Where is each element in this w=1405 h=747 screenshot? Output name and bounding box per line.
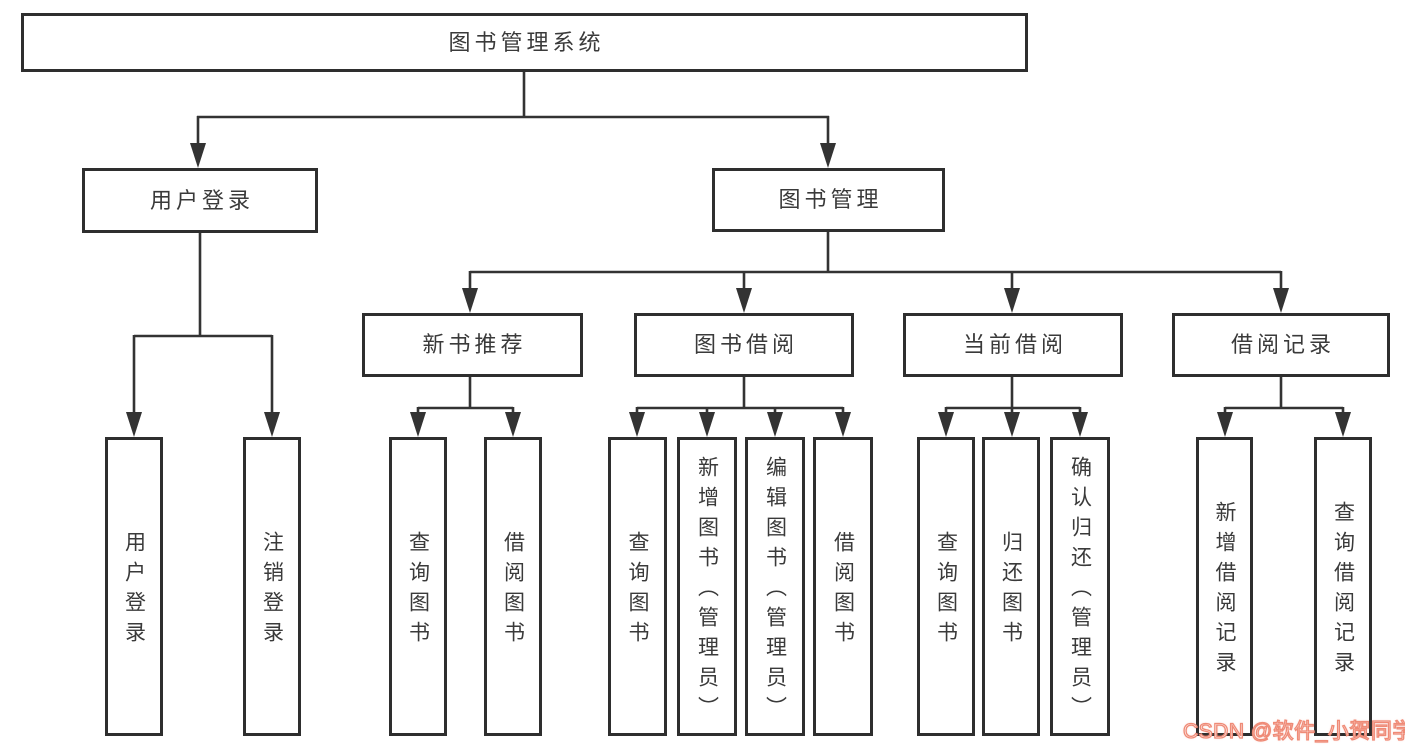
leaf-query-books-current: 查询图书 [917,437,975,736]
leaf-add-borrow-record: 新增借阅记录 [1196,437,1253,736]
node-root: 图书管理系统 [21,13,1028,72]
node-book-borrowing: 图书借阅 [634,313,854,377]
leaf-query-borrow-record: 查询借阅记录 [1314,437,1372,736]
leaf-borrow-books-recommend: 借阅图书 [484,437,542,736]
leaf-confirm-return-admin: 确认归还（管理员） [1050,437,1110,736]
node-user-login: 用户登录 [82,168,318,233]
node-borrowing-records: 借阅记录 [1172,313,1390,377]
watermark: CSDN @软件_小贺同学 [1182,719,1405,743]
leaf-add-books-admin: 新增图书（管理员） [677,437,737,736]
node-current-borrowing: 当前借阅 [903,313,1123,377]
leaf-return-books: 归还图书 [982,437,1040,736]
leaf-user-login: 用户登录 [105,437,163,736]
leaf-edit-books-admin: 编辑图书（管理员） [745,437,805,736]
leaf-borrow-books-borrowing: 借阅图书 [813,437,873,736]
node-new-book-recommendation: 新书推荐 [362,313,583,377]
node-book-management: 图书管理 [712,168,945,232]
leaf-query-books-borrowing: 查询图书 [608,437,667,736]
leaf-logout: 注销登录 [243,437,301,736]
leaf-query-books-recommend: 查询图书 [389,437,447,736]
